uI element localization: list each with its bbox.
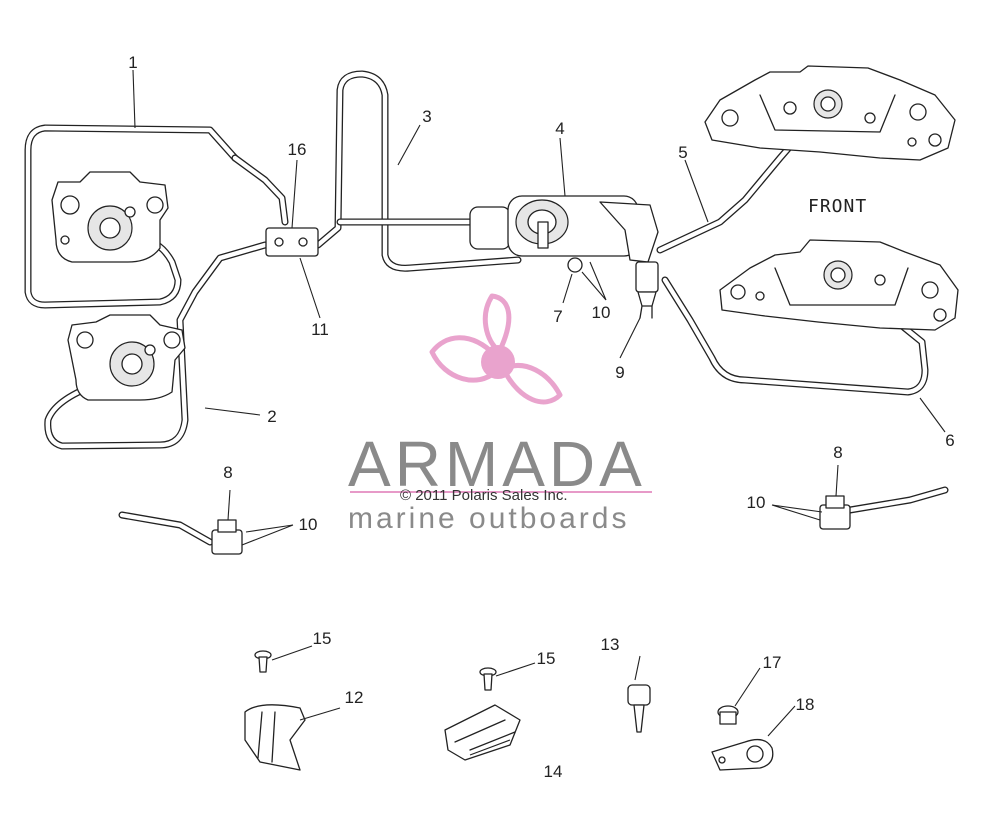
- screw-15-left: [254, 650, 272, 673]
- bolt-17: [717, 705, 739, 725]
- banjo-fitting-right: [819, 486, 949, 530]
- brake-switch: [635, 261, 659, 319]
- callout-4: 4: [555, 119, 564, 138]
- callout-6: 6: [945, 431, 954, 450]
- callout-5: 5: [678, 143, 687, 162]
- propeller-logo: [429, 293, 563, 405]
- callout-15-right: 15: [537, 649, 556, 668]
- callout-11: 11: [311, 320, 329, 339]
- callout-17: 17: [763, 653, 782, 672]
- callout-15-left: 15: [313, 629, 332, 648]
- master-cylinder: [469, 195, 659, 273]
- caliper-front-lower: [719, 239, 959, 331]
- brake-line-3: [314, 70, 522, 272]
- callout-3: 3: [422, 107, 431, 126]
- callout-10-right: 10: [747, 493, 766, 512]
- front-label: FRONT: [808, 196, 867, 217]
- p-clamp-18: [711, 738, 774, 771]
- hinge-clip-12: [244, 704, 306, 771]
- leader-lines: [132, 69, 946, 756]
- brand-tagline: marine outboards: [348, 502, 629, 535]
- callout-1: 1: [128, 53, 137, 72]
- caliper-rear-left-upper: [51, 171, 169, 263]
- push-clip-13: [627, 684, 651, 733]
- caliper-front-upper: [704, 65, 956, 161]
- brake-line-1: [24, 124, 289, 309]
- callout-16: 16: [288, 140, 307, 159]
- callout-10-top: 10: [592, 303, 611, 322]
- callout-9: 9: [615, 363, 624, 382]
- banjo-fitting-left: [118, 511, 243, 555]
- callout-8-left: 8: [223, 463, 232, 482]
- screw-15-right: [479, 667, 497, 691]
- hinge-clip-14: [444, 704, 521, 761]
- brand-name: ARMADA: [348, 428, 646, 500]
- callout-2: 2: [267, 407, 276, 426]
- caliper-rear-left-lower: [67, 314, 186, 401]
- callout-14: 14: [544, 762, 563, 781]
- callout-7: 7: [553, 307, 562, 326]
- callout-12: 12: [345, 688, 364, 707]
- copyright-text: © 2011 Polaris Sales Inc.: [400, 487, 568, 504]
- tee-fitting: [265, 227, 319, 257]
- callout-18: 18: [796, 695, 815, 714]
- callout-13: 13: [601, 635, 620, 654]
- brake-line-2: [44, 241, 269, 450]
- callout-8-right: 8: [833, 443, 842, 462]
- callout-10-left: 10: [299, 515, 318, 534]
- brake-line-6: [661, 276, 929, 396]
